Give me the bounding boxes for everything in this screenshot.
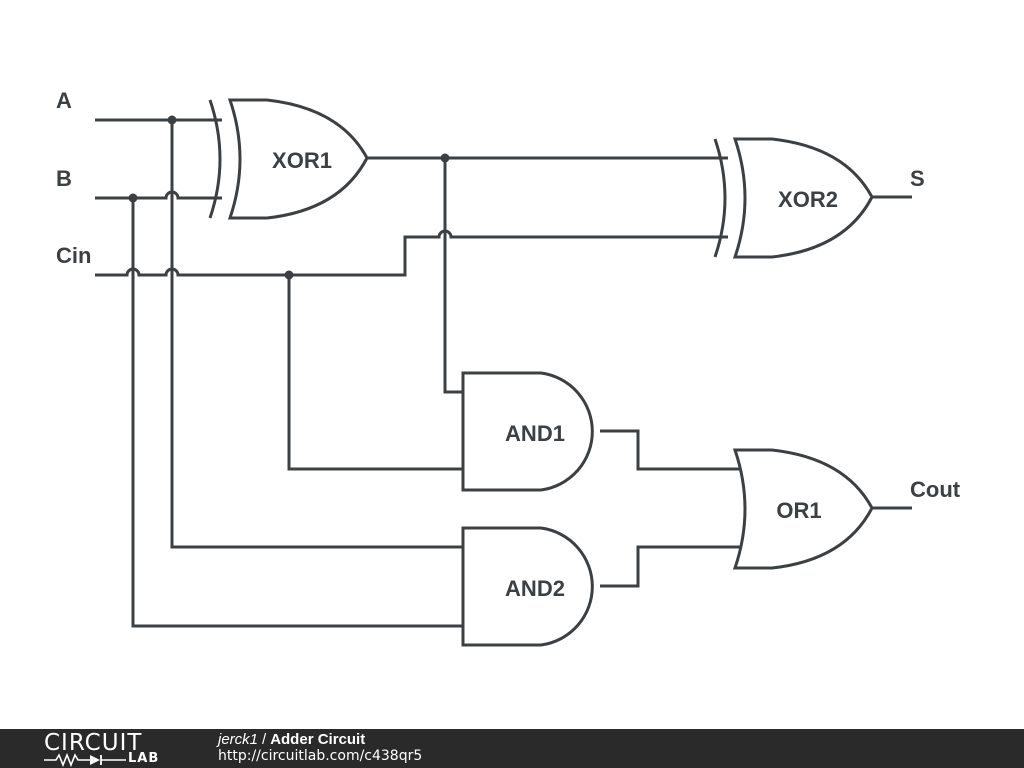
gate-label-xor1: XOR1: [272, 148, 332, 173]
output-label-s: S: [910, 166, 925, 191]
input-label-a: A: [56, 88, 72, 113]
byline-separator: /: [262, 731, 267, 748]
resistor-diode-icon: [44, 753, 126, 767]
project-title[interactable]: Adder Circuit: [270, 731, 366, 748]
logo-wordmark-lab: LAB: [128, 751, 160, 766]
gate-and2[interactable]: AND2: [461, 526, 594, 647]
input-label-b: B: [56, 166, 72, 191]
junction-dot: [167, 115, 177, 125]
wire-a-to-and2: [170, 120, 463, 549]
junction-dot: [440, 153, 450, 163]
wire-and1-to-or1: [600, 429, 743, 471]
gate-xor1[interactable]: XOR1: [208, 98, 369, 220]
gate-xor2[interactable]: XOR2: [713, 137, 874, 259]
schematic-canvas: XOR1 XOR2 AND1 AND2 OR1 A B Cin S Cout: [56, 88, 961, 647]
junction-dot: [128, 193, 138, 203]
circuitlab-logo[interactable]: CIRCUIT LAB: [44, 731, 174, 767]
gate-label-and1: AND1: [505, 421, 565, 446]
logo-wordmark-circuit: CIRCUIT: [44, 730, 143, 756]
gate-label-xor2: XOR2: [778, 187, 838, 212]
project-meta: jerck1/Adder Circuit http://circuitlab.c…: [218, 731, 422, 765]
gate-or1[interactable]: OR1: [732, 448, 874, 570]
wire-cin-to-and1: [287, 275, 463, 471]
project-url-link[interactable]: http://circuitlab.com/c438qr5: [218, 748, 423, 764]
gate-and1[interactable]: AND1: [461, 371, 594, 492]
gate-label-and2: AND2: [505, 576, 565, 601]
output-label-cout: Cout: [910, 477, 961, 502]
wire-cin: [95, 229, 728, 277]
wire-b-to-and2: [131, 198, 463, 628]
junction-dot: [284, 270, 294, 280]
footer-bar: CIRCUIT LAB jerck1/Adder Circuit http://…: [0, 729, 1024, 768]
wire-and2-to-or1: [600, 545, 743, 588]
project-byline: jerck1/Adder Circuit: [218, 731, 422, 748]
logo-lab-row: LAB: [44, 751, 174, 767]
input-label-cin: Cin: [56, 243, 91, 268]
author-link[interactable]: jerck1: [218, 731, 259, 748]
gate-label-or1: OR1: [776, 498, 821, 523]
wire-b: [95, 190, 222, 200]
wire-xor1-to-and1: [443, 158, 463, 394]
